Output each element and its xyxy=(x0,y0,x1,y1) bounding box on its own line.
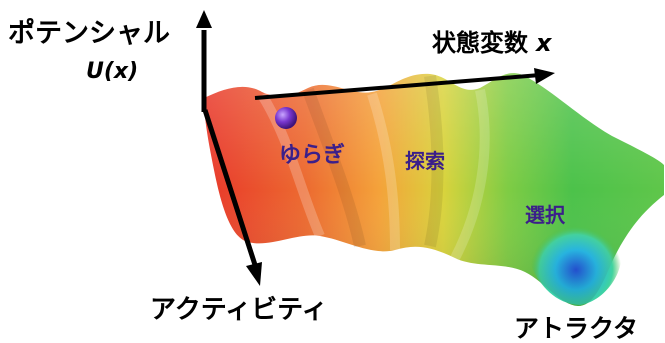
potential-label: ポテンシャル xyxy=(8,18,170,49)
fluctuation-ball xyxy=(275,107,297,129)
valley-line-1 xyxy=(302,87,366,248)
activity-label: アクティビティ xyxy=(150,295,328,325)
ridge-line-2 xyxy=(367,92,400,251)
search-label: 探索 xyxy=(405,149,445,173)
selection-label: 選択 xyxy=(525,203,566,227)
ridge-line-3 xyxy=(450,89,490,261)
state-variable-axis xyxy=(254,68,555,100)
potential-axis xyxy=(196,10,212,112)
potential-symbol: U(x) xyxy=(86,59,138,84)
activity-axis xyxy=(202,109,262,286)
landscape-surface xyxy=(204,73,664,306)
ridge-line-1 xyxy=(257,92,325,238)
surface-shading xyxy=(204,73,664,306)
attractor-label: アトラクタ xyxy=(514,314,638,343)
valley-line-2 xyxy=(424,75,444,248)
fluctuation-label: ゆらぎ xyxy=(279,142,345,168)
